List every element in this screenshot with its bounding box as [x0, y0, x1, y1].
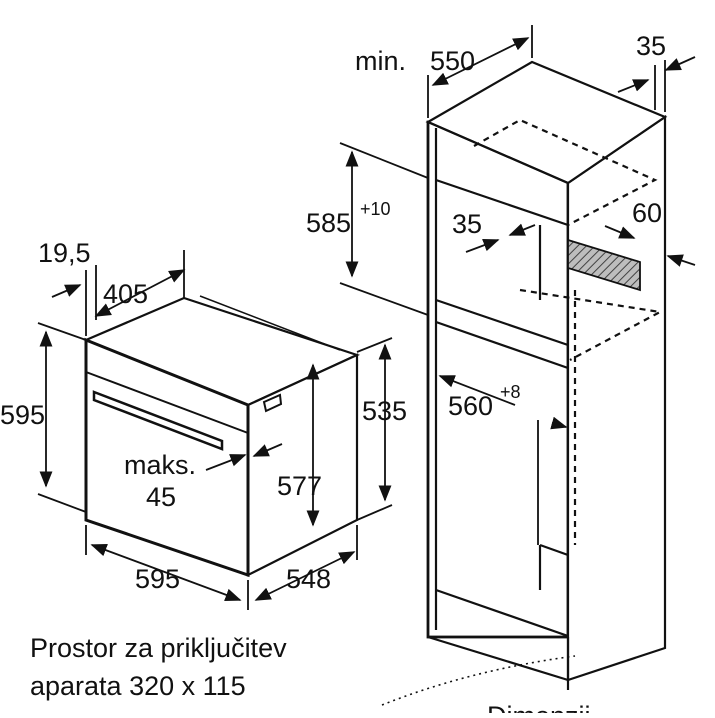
note-line-2: aparata 320 x 115 — [30, 671, 246, 701]
label-548: 548 — [286, 564, 331, 594]
label-535: 535 — [362, 396, 407, 426]
cabinet-drawing — [425, 60, 668, 690]
oven-dimensions — [37, 250, 393, 610]
label-585-tol: +10 — [360, 199, 391, 219]
label-550: 550 — [430, 46, 475, 76]
connection-note: Prostor za priključitev aparata 320 x 11… — [30, 633, 591, 718]
bottom-shelf-dashed — [519, 288, 664, 361]
oven-latch — [262, 393, 283, 413]
note-line-1: Prostor za priključitev — [30, 633, 287, 663]
note-cut-text: Dimenzij — [487, 701, 591, 713]
label-35-vent: 35 — [452, 209, 482, 239]
oven-drawing — [83, 295, 361, 578]
oven-handle — [92, 390, 224, 451]
label-560-tol: +8 — [500, 382, 521, 402]
label-595-height: 595 — [0, 400, 45, 430]
note-leader — [381, 655, 576, 706]
label-405: 405 — [103, 279, 148, 309]
top-shelf-dashed — [473, 118, 658, 226]
label-maks: maks. — [124, 450, 196, 480]
vent-hatch — [567, 238, 641, 292]
label-577: 577 — [277, 471, 322, 501]
label-35-top: 35 — [636, 31, 666, 61]
label-45: 45 — [146, 482, 176, 512]
label-60: 60 — [632, 198, 662, 228]
dimension-labels: 19,5 405 595 535 577 maks. 45 595 548 mi… — [0, 31, 666, 594]
label-595-width: 595 — [135, 564, 180, 594]
label-560: 560 — [448, 391, 493, 421]
label-585: 585 — [306, 208, 351, 238]
label-min: min. — [355, 46, 406, 76]
label-19-5: 19,5 — [38, 238, 91, 268]
oven-front-face — [84, 337, 250, 578]
cabinet-dimensions — [339, 25, 696, 545]
